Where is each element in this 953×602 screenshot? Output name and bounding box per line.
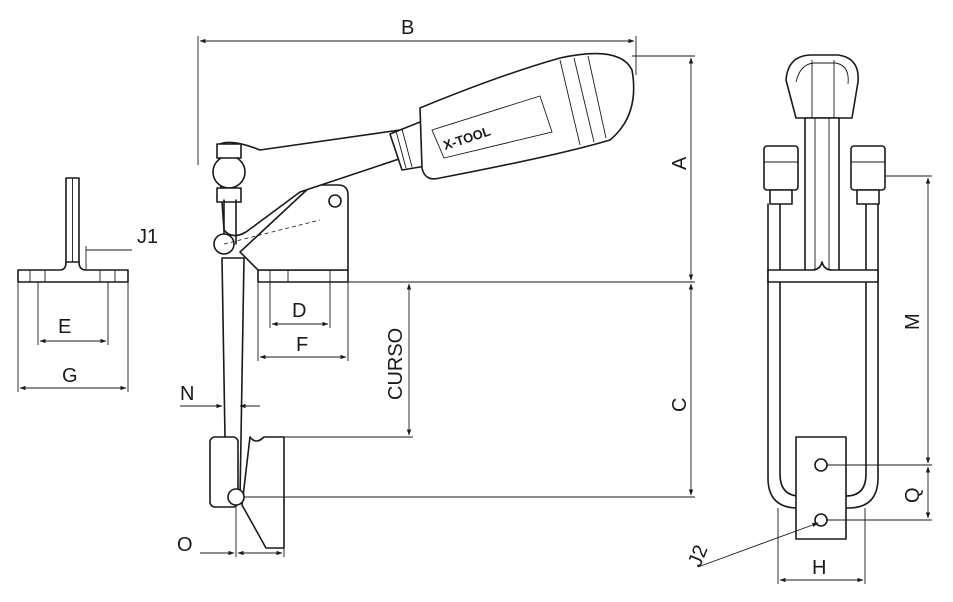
label-o: O [177, 534, 193, 556]
label-g: G [62, 365, 78, 387]
label-f: F [296, 334, 308, 356]
label-n: N [180, 383, 194, 405]
label-e: E [58, 316, 71, 338]
label-a: A [669, 156, 691, 170]
base-bracket-view: J1 E G [17, 177, 158, 392]
label-h: H [812, 557, 826, 579]
label-j1: J1 [137, 226, 158, 248]
side-view: X-TOOL N O B D [177, 17, 695, 557]
label-q: Q [902, 487, 924, 503]
label-d: D [292, 300, 306, 322]
label-c: C [669, 398, 691, 412]
front-view: M Q H J2 [684, 54, 932, 584]
label-stroke: CURSO [385, 328, 407, 400]
label-b: B [401, 17, 414, 39]
label-m: M [902, 313, 924, 330]
label-j2: J2 [684, 542, 712, 570]
